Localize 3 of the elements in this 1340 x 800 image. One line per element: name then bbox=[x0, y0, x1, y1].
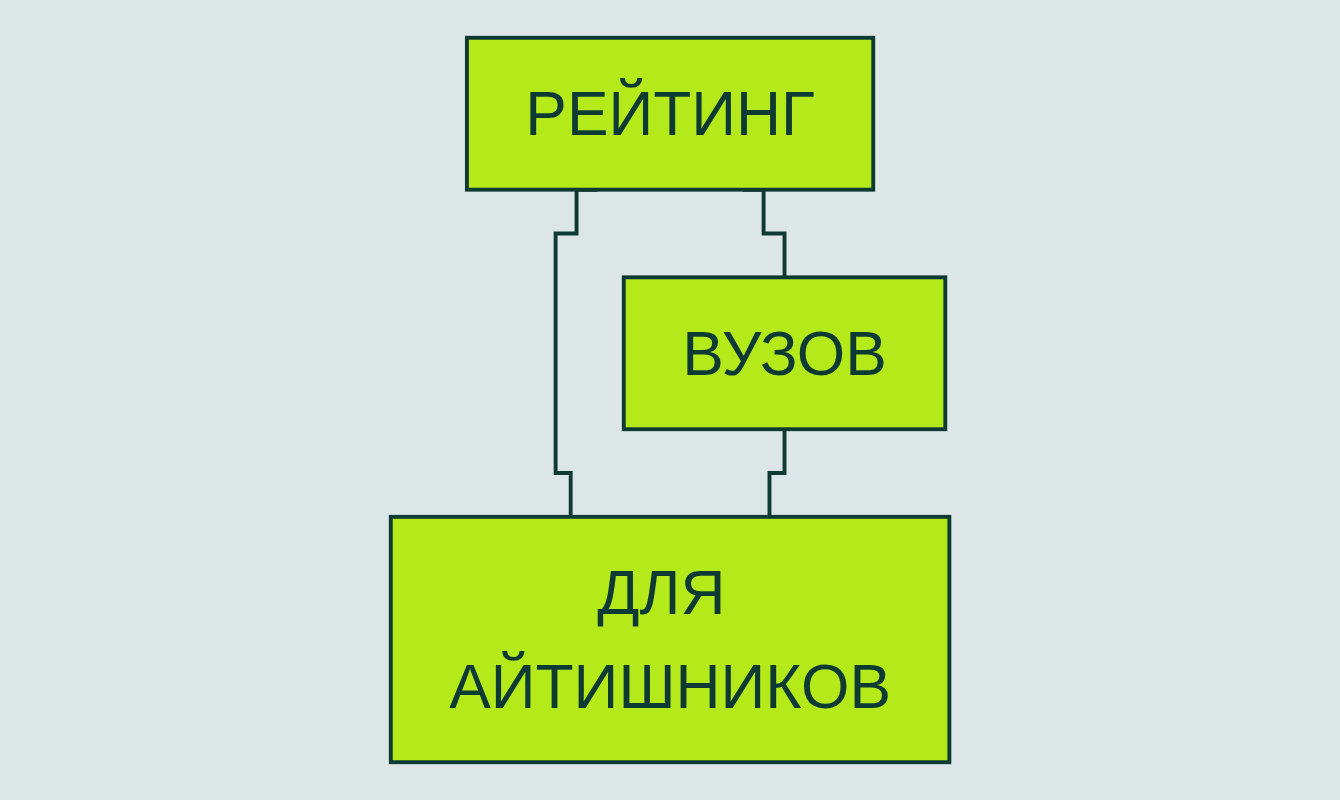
node-box: ВУЗОВ bbox=[621, 275, 948, 432]
node-box: ДЛЯ АЙТИШНИКОВ bbox=[388, 514, 952, 765]
node-box: РЕЙТИНГ bbox=[464, 35, 876, 192]
